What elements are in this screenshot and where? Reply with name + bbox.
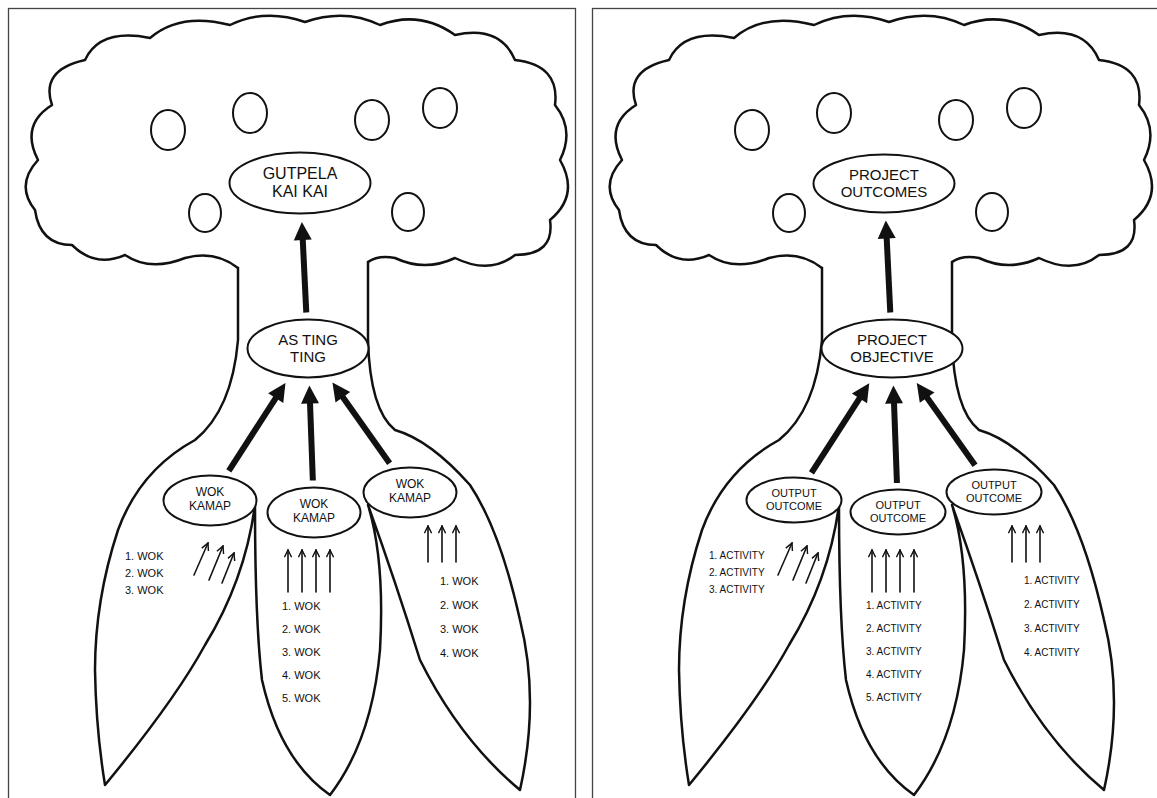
- tree-drawing: [610, 16, 1152, 795]
- node-label: PROJECT OUTCOMES: [837, 166, 932, 201]
- arrow-shaft: [341, 395, 390, 463]
- arrow-head: [268, 383, 285, 403]
- list-item: 1. ACTIVITY: [1024, 575, 1080, 587]
- list-item: 2. ACTIVITY: [866, 623, 922, 635]
- node-text-group: GUTPELA KAI KAI: [253, 165, 348, 202]
- list-item: 4. ACTIVITY: [1024, 647, 1080, 659]
- ellipse-shape: [230, 153, 371, 214]
- arrow-head: [301, 385, 319, 403]
- node-text-group: WOK KAMAP: [285, 498, 343, 526]
- node-text-group: AS TING TING: [268, 331, 348, 366]
- arrow-head: [878, 220, 896, 238]
- ellipse-node: PROJECT OUTCOMES: [812, 153, 956, 214]
- arrow-head: [885, 385, 903, 403]
- arrow-head: [917, 383, 935, 403]
- node-label: OUTPUT OUTCOME: [964, 479, 1024, 504]
- thick-arrow: [917, 383, 975, 465]
- panel-frame: [9, 9, 576, 798]
- node-text-group: WOK KAMAP: [381, 478, 439, 506]
- list-item: 3. WOK: [440, 623, 479, 636]
- list-item: 3. ACTIVITY: [1024, 623, 1080, 635]
- ellipse-shape: [851, 490, 946, 535]
- ellipse-shape: [947, 470, 1042, 515]
- list-item: 4. ACTIVITY: [866, 669, 922, 681]
- panel-frame: [593, 9, 1157, 798]
- list-item: 1. ACTIVITY: [866, 600, 922, 612]
- node-text-group: OUTPUT OUTCOME: [964, 479, 1024, 504]
- list-item: 1. WOK: [125, 550, 164, 563]
- arrow-shaft: [229, 396, 278, 471]
- node-label: OUTPUT OUTCOME: [868, 499, 928, 524]
- arrow-shaft: [887, 235, 891, 312]
- node-text-group: OUTPUT OUTCOME: [764, 487, 824, 512]
- list-item: 2. ACTIVITY: [1024, 599, 1080, 611]
- node-label: WOK KAMAP: [381, 478, 439, 506]
- list-item: 5. WOK: [282, 692, 321, 705]
- thick-arrow: [885, 385, 903, 483]
- ellipse-shape: [822, 319, 963, 377]
- list-item: 2. WOK: [440, 599, 479, 612]
- ellipse-node: GUTPELA KAI KAI: [228, 151, 372, 215]
- thick-arrow: [878, 220, 896, 312]
- ellipse-shape: [248, 319, 369, 377]
- thick-arrow: [229, 383, 286, 471]
- ellipse-node: WOK KAMAP: [362, 466, 458, 519]
- node-label: OUTPUT OUTCOME: [764, 487, 824, 512]
- ellipse-shape: [268, 487, 361, 537]
- ellipse-node: OUTPUT OUTCOME: [745, 476, 843, 524]
- arrow-shaft: [303, 237, 307, 313]
- ellipse-node: AS TING TING: [246, 318, 370, 379]
- list-item: 5. ACTIVITY: [866, 692, 922, 704]
- node-label: WOK KAMAP: [181, 486, 239, 514]
- arrow-shaft: [811, 396, 861, 473]
- thick-arrow: [811, 383, 869, 473]
- arrow-shaft: [894, 400, 897, 483]
- list-item: 3. ACTIVITY: [709, 584, 765, 596]
- node-text-group: WOK KAMAP: [181, 486, 239, 514]
- node-label: PROJECT OBJECTIVE: [845, 331, 940, 366]
- node-text-group: PROJECT OUTCOMES: [837, 166, 932, 201]
- thick-arrow: [294, 222, 312, 313]
- ellipse-node: PROJECT OBJECTIVE: [820, 318, 964, 379]
- node-text-group: PROJECT OBJECTIVE: [845, 331, 940, 366]
- node-label: WOK KAMAP: [285, 498, 343, 526]
- ellipse-shape: [747, 478, 842, 523]
- thick-arrow: [301, 385, 319, 480]
- node-label: GUTPELA KAI KAI: [253, 165, 348, 202]
- node-label: AS TING TING: [268, 331, 348, 366]
- list-item: 2. WOK: [125, 567, 164, 580]
- ellipse-shape: [814, 154, 955, 212]
- arrow-shaft: [310, 400, 313, 480]
- list-item: 2. ACTIVITY: [709, 567, 765, 579]
- list-item: 1. WOK: [440, 575, 479, 588]
- arrow-head: [294, 222, 312, 240]
- list-item: 1. ACTIVITY: [709, 550, 765, 562]
- list-item: 4. WOK: [440, 647, 479, 660]
- ellipse-shape: [164, 475, 257, 525]
- thick-arrow: [332, 383, 389, 464]
- arrow-head: [852, 383, 869, 403]
- list-item: 3. WOK: [125, 584, 164, 597]
- arrow-head: [332, 383, 350, 403]
- list-item: 1. WOK: [282, 600, 321, 613]
- node-text-group: OUTPUT OUTCOME: [868, 499, 928, 524]
- list-item: 3. WOK: [282, 646, 321, 659]
- list-item: 3. ACTIVITY: [866, 646, 922, 658]
- arrow-shaft: [925, 395, 975, 465]
- list-item: 2. WOK: [282, 623, 321, 636]
- ellipse-node: WOK KAMAP: [266, 486, 362, 539]
- ellipse-node: OUTPUT OUTCOME: [849, 488, 947, 536]
- list-item: 4. WOK: [282, 669, 321, 682]
- ellipse-node: OUTPUT OUTCOME: [945, 468, 1043, 516]
- ellipse-node: WOK KAMAP: [162, 474, 258, 527]
- ellipse-shape: [364, 467, 457, 517]
- tree-drawing: [26, 16, 568, 795]
